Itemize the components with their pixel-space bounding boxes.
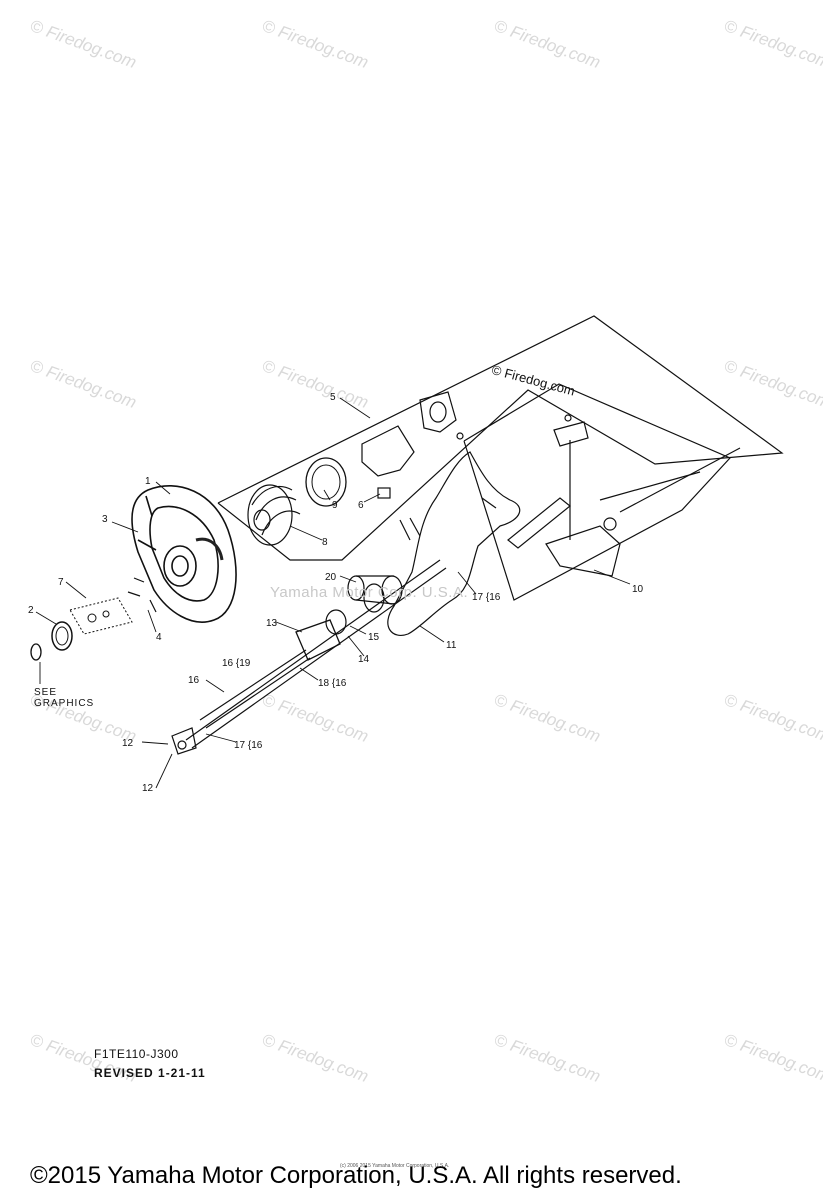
tiny-copyright: (c) 2006 2015 Yamaha Motor Corporation, …	[340, 1163, 450, 1169]
footer-copyright: ©2015 Yamaha Motor Corporation, U.S.A. A…	[30, 1162, 682, 1189]
cable-assembly-10	[507, 421, 741, 577]
plate-part-11	[387, 451, 521, 636]
callout-14: 14	[358, 654, 370, 665]
switch-assembly-5	[361, 391, 457, 477]
steering-shafts	[171, 559, 447, 755]
column-cover-13	[295, 619, 341, 661]
washer-box-7	[69, 597, 133, 635]
callout-numbers: 1 2 3 4 5 6 7 8 9 10 11 12 12 13 14 15 1…	[28, 392, 644, 794]
center-watermark: Yamaha Motor Corp. U.S.A.	[270, 584, 469, 601]
steering-wheel	[131, 485, 237, 623]
callout-16: 16	[188, 675, 200, 686]
boot-part-8	[247, 484, 301, 546]
callout-1: 1	[145, 476, 151, 487]
drawing-code: F1TE110-J300	[94, 1047, 179, 1061]
callout-12-lower: 12	[142, 783, 154, 794]
callout-5: 5	[330, 392, 336, 403]
callout-17-16-upper: 17 {16	[472, 592, 501, 603]
bellows-part-20	[347, 575, 403, 613]
callout-8: 8	[322, 537, 328, 548]
callout-20: 20	[325, 572, 337, 583]
group-box-5	[217, 315, 784, 561]
callout-9: 9	[332, 500, 338, 511]
leader-lines	[35, 397, 631, 789]
callout-10: 10	[632, 584, 644, 595]
callout-3: 3	[102, 514, 108, 525]
clip-part-6	[377, 487, 391, 499]
nut-part-2	[51, 621, 73, 651]
clamp-part-14	[325, 609, 347, 635]
group-box-10	[463, 383, 732, 601]
callout-12: 12	[122, 738, 134, 749]
callout-16-19: 16 {19	[222, 658, 251, 669]
callout-4: 4	[156, 632, 162, 643]
fasteners	[127, 414, 572, 613]
callout-17-16-lower: 17 {16	[234, 740, 263, 751]
callout-18-16: 18 {16	[318, 678, 347, 689]
callout-11: 11	[446, 640, 457, 651]
emblem-part	[30, 643, 42, 661]
see-graphics-note: SEE GRAPHICS	[34, 687, 95, 709]
callout-6: 6	[358, 500, 364, 511]
callout-15: 15	[368, 632, 380, 643]
callout-13: 13	[266, 618, 278, 629]
revision-date: REVISED 1-21-11	[94, 1066, 206, 1080]
ring-part-9	[305, 457, 347, 507]
callout-2: 2	[28, 605, 34, 616]
callout-7: 7	[58, 577, 64, 588]
